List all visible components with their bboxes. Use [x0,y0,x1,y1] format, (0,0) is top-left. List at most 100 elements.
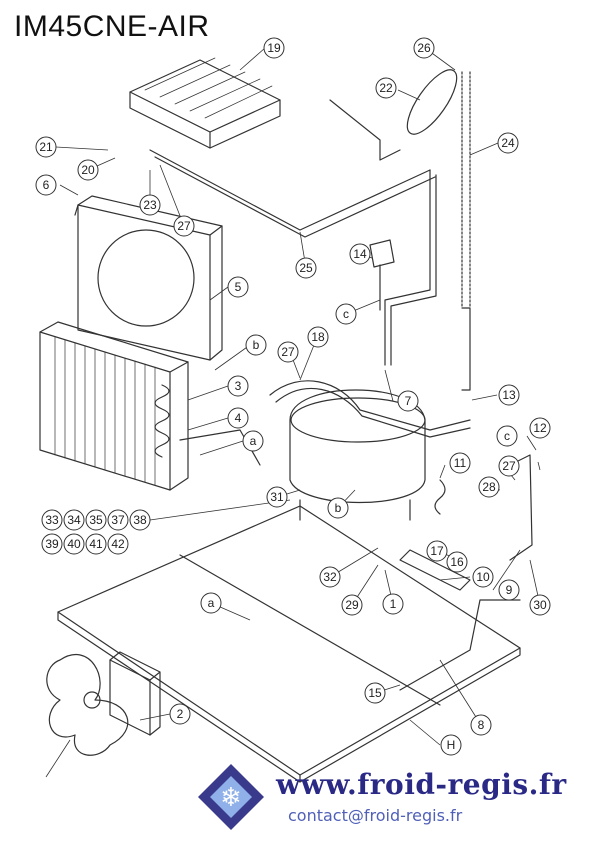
callout-circle [35,136,57,158]
callout-circle [364,682,386,704]
callout-circle [449,452,471,474]
email-link[interactable]: contact@froid-regis.fr [288,806,463,825]
parts-list-callout-40: 40 [63,533,85,555]
callout-c: c [335,303,357,325]
callout-11: 11 [449,452,471,474]
callout-label: 2 [177,707,184,721]
callout-32: 32 [319,566,341,588]
callout-21: 21 [35,136,57,158]
callout-label: 14 [353,247,367,261]
callout-3: 3 [227,375,249,397]
callout-27: 27 [277,341,299,363]
callout-circle [307,326,329,348]
suction-line [149,149,431,231]
callout-2: 2 [169,703,191,725]
callout-circle [245,334,267,356]
callout-label: 31 [270,490,284,504]
callout-15: 15 [364,682,386,704]
callout-circle [498,455,520,477]
callout-label: 12 [533,421,547,435]
callout-label: 33 [45,513,59,527]
callout-label: 38 [133,513,147,527]
callout-label: 13 [502,388,516,402]
compressor [289,389,426,504]
callout-circle [107,533,129,555]
callout-17: 17 [426,540,448,562]
callout-label: 22 [379,81,393,95]
callout-27: 27 [173,215,195,237]
callout-28: 28 [478,476,500,498]
callout-H: H [440,734,462,756]
callout-label: 16 [450,555,464,569]
callout-label: 21 [39,140,53,154]
callout-label: 24 [501,136,515,150]
callout-label: 15 [368,686,382,700]
callout-circle [426,540,448,562]
callout-19: 19 [263,37,285,59]
callout-label: 28 [482,480,496,494]
fan-blade [46,653,129,756]
callout-label: 25 [299,261,313,275]
callout-circle [446,551,468,573]
callout-31: 31 [266,486,288,508]
callout-label: a [208,596,215,610]
callout-circle [478,476,500,498]
callout-label: c [343,307,349,321]
callout-circle [375,77,397,99]
callout-29: 29 [341,594,363,616]
callout-circle [227,276,249,298]
callout-circle [107,509,129,531]
callout-label: 40 [67,537,81,551]
callout-label: 6 [43,178,50,192]
callout-circle [498,384,520,406]
callout-circle [63,533,85,555]
callout-23: 23 [139,194,161,216]
callout-18: 18 [307,326,329,348]
callout-circle [341,594,363,616]
callout-label: 7 [405,394,412,408]
callout-circle [319,566,341,588]
parts-list-callout-37: 37 [107,509,129,531]
callout-circle [85,533,107,555]
callout-8: 8 [470,714,492,736]
callout-10: 10 [472,566,494,588]
callout-4: 4 [227,407,249,429]
model-title: IM45CNE-AIR [14,10,210,43]
callout-label: b [335,501,342,515]
callout-circle [382,593,404,615]
callout-label: 1 [390,597,397,611]
callout-label: 23 [143,198,157,212]
callout-circle [63,509,85,531]
callout-circle [349,243,371,265]
callout-label: 11 [454,456,467,470]
parts-list-callout-35: 35 [85,509,107,531]
callout-circle [496,425,518,447]
website-link[interactable]: www.froid-regis.fr [276,768,567,801]
callout-circle [139,194,161,216]
callout-circle [227,407,249,429]
callout-label: 27 [502,459,516,473]
callout-label: 4 [235,411,242,425]
callout-circle [295,257,317,279]
fan-motor-wires [434,479,446,515]
callout-label: 5 [235,280,242,294]
callout-circle [529,594,551,616]
callout-22: 22 [375,77,397,99]
callout-label: b [253,338,260,352]
callout-a: a [200,592,222,614]
callout-circle [440,734,462,756]
callout-label: 29 [345,598,359,612]
callout-label: 10 [476,570,490,584]
callout-circle [472,566,494,588]
svg-text:❄: ❄ [220,783,242,813]
callout-circle [497,132,519,154]
callout-label: 32 [323,570,337,584]
callout-b: b [327,497,349,519]
callout-25: 25 [295,257,317,279]
callout-circle [41,533,63,555]
callout-16: 16 [446,551,468,573]
callout-label: 17 [430,544,444,558]
callout-circle [200,592,222,614]
callout-circle [129,509,151,531]
parts-list-callout-42: 42 [107,533,129,555]
